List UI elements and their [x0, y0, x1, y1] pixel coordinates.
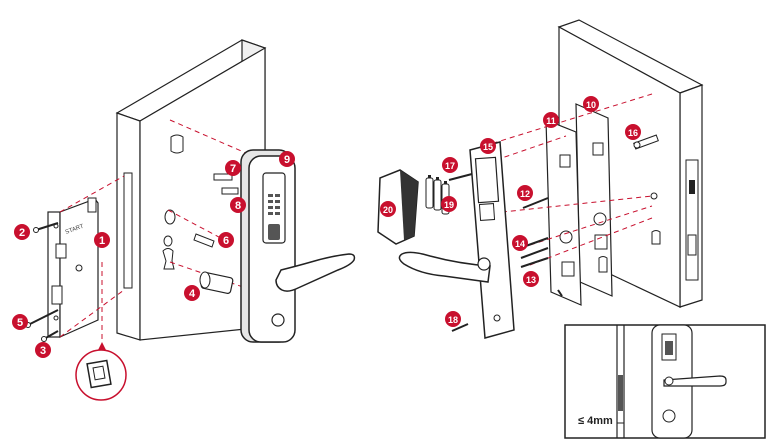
svg-text:2: 2: [19, 227, 25, 239]
callout-16: 16: [625, 124, 641, 140]
screws-left: [25, 222, 59, 342]
svg-text:17: 17: [445, 161, 455, 171]
callout-13: 13: [523, 271, 539, 287]
callout-12: 12: [517, 185, 533, 201]
svg-text:16: 16: [628, 128, 638, 138]
right-assembly: ≤ 4mm: [377, 19, 766, 439]
callout-2: 2: [14, 224, 30, 240]
gap-measure-label: ≤ 4mm: [578, 415, 613, 427]
svg-text:10: 10: [586, 100, 596, 110]
svg-text:6: 6: [223, 235, 229, 247]
callout-3: 3: [35, 342, 51, 358]
cylinder-part: [199, 271, 234, 294]
spindle-part: [193, 233, 215, 248]
svg-text:9: 9: [284, 154, 290, 166]
screws-right: [448, 173, 563, 332]
callout-15: 15: [480, 138, 496, 154]
interior-handle-lever: [398, 251, 491, 283]
svg-text:18: 18: [448, 315, 458, 325]
gasket-plate: [545, 119, 582, 306]
gap-detail-inset: ≤ 4mm: [564, 324, 766, 439]
svg-text:1: 1: [99, 235, 105, 247]
callout-7: 7: [225, 160, 241, 176]
exterior-handle-lever: [275, 253, 356, 292]
exterior-lock-panel: [240, 149, 356, 343]
callout-9: 9: [279, 151, 295, 167]
mortise-lock-body: START: [47, 197, 99, 338]
mounting-plate: [575, 103, 613, 297]
keyhole-icon: [271, 313, 285, 327]
callout-14: 14: [512, 235, 528, 251]
mounting-pins: [213, 173, 239, 195]
callout-4: 4: [184, 285, 200, 301]
callout-19: 19: [441, 196, 457, 212]
callout-8: 8: [230, 197, 246, 213]
svg-text:14: 14: [515, 239, 525, 249]
callout-badges: 1 2 3 4 5 6 7 8 9 10 11 12 13 14 15 16 1…: [12, 96, 641, 358]
interior-lock-panel: [398, 141, 515, 339]
callout-5: 5: [12, 314, 28, 330]
detail-magnifier: [75, 342, 127, 401]
alignment-lines-right: [483, 93, 653, 266]
fingerprint-sensor-icon: [268, 224, 280, 240]
callout-6: 6: [218, 232, 234, 248]
keypad-icon: [268, 194, 280, 215]
svg-text:13: 13: [526, 275, 536, 285]
svg-text:8: 8: [235, 200, 241, 212]
callout-11: 11: [543, 112, 559, 128]
spindle-right: [633, 134, 659, 150]
svg-text:19: 19: [444, 200, 454, 210]
callout-17: 17: [442, 157, 458, 173]
svg-text:5: 5: [17, 317, 23, 329]
svg-text:3: 3: [40, 345, 46, 357]
svg-text:7: 7: [230, 163, 236, 175]
svg-text:4: 4: [189, 288, 196, 300]
svg-text:15: 15: [483, 142, 493, 152]
callout-1: 1: [94, 232, 110, 248]
svg-text:12: 12: [520, 189, 530, 199]
callout-20: 20: [380, 201, 396, 217]
svg-text:11: 11: [546, 116, 556, 126]
callout-10: 10: [583, 96, 599, 112]
left-assembly: START: [25, 39, 356, 401]
svg-text:20: 20: [383, 205, 393, 215]
battery-cover: [377, 169, 419, 245]
callout-18: 18: [445, 311, 461, 327]
